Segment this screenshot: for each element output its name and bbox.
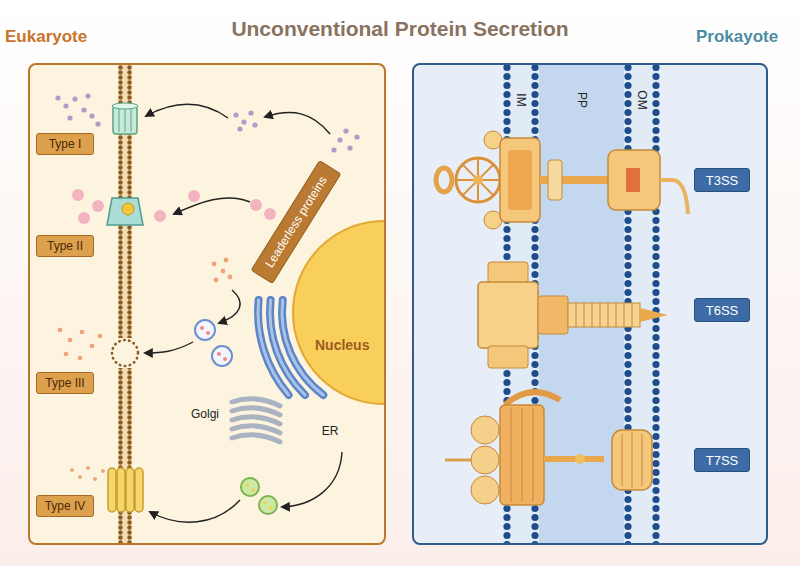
nucleus-shape: Nucleus: [292, 220, 384, 405]
nucleus-fill: [292, 220, 384, 405]
organelle-label: ER: [322, 424, 339, 438]
node-label: Type III: [45, 376, 84, 390]
t3ss-machine: [436, 131, 688, 229]
type-one-channel: [112, 103, 138, 134]
golgi-stack: [232, 399, 280, 442]
diagram-title: Unconventional Protein Secretion: [0, 17, 800, 41]
t6ss-machine: [478, 262, 668, 368]
node-label: Type IV: [45, 499, 86, 513]
panel-heading: Eukaryote: [5, 27, 87, 47]
system-box: T6SS: [694, 298, 750, 322]
secretion-type-box: Type I: [36, 133, 94, 155]
node-label: Type II: [47, 239, 83, 253]
prokaryote-panel: ProkayoteT3SST6SST7SS: [412, 63, 768, 545]
panel-heading: Prokayote: [696, 27, 778, 47]
secretion-type-box: Type III: [36, 372, 94, 394]
pink-proteins: [72, 189, 276, 224]
node-label: Nucleus: [315, 337, 407, 353]
membrane-label: PP: [575, 92, 589, 108]
secretion-type-box: Type IV: [36, 495, 94, 517]
membrane-label: IM: [514, 93, 528, 106]
node-label: T3SS: [706, 173, 739, 188]
nucleus-outline: [292, 220, 384, 405]
system-box: T3SS: [694, 168, 750, 192]
node-label: T6SS: [706, 303, 739, 318]
orange-proteins: [58, 258, 233, 481]
t7ss-machine: [445, 392, 652, 505]
type-four-transporter: [108, 468, 143, 512]
node-label: T7SS: [706, 453, 739, 468]
node-label: Type I: [49, 137, 82, 151]
eukaryote-panel: EukaryoteType IType IIType IIIType IVLea…: [28, 63, 386, 545]
organelle-label: Golgi: [191, 407, 219, 421]
system-box: T7SS: [694, 448, 750, 472]
nucleus-edge: [293, 221, 384, 404]
membrane-label: OM: [635, 90, 649, 109]
type-two-channel: [107, 198, 143, 225]
secretion-type-box: Type II: [36, 235, 94, 257]
purple-proteins: [55, 93, 359, 152]
